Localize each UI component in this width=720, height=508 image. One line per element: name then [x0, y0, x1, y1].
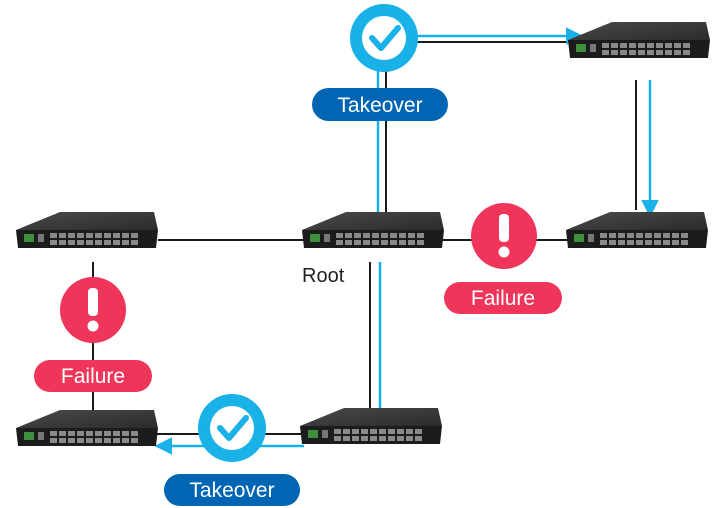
- takeover-indicator-bottom: Takeover: [164, 394, 300, 506]
- switch-top-right: [568, 22, 710, 58]
- takeover-indicator-top: Takeover: [312, 4, 448, 121]
- switch-left: [16, 212, 158, 248]
- check-circle-icon: [350, 4, 418, 72]
- switch-right: [566, 212, 708, 248]
- network-switch-icon: [568, 22, 710, 58]
- failure-indicator-left: Failure: [34, 277, 152, 392]
- takeover-badge: [312, 88, 448, 121]
- network-switch-icon: [16, 212, 158, 248]
- takeover-badge: [164, 474, 300, 506]
- network-switch-icon: [300, 408, 442, 444]
- failure-badge-label: Failure: [471, 287, 535, 310]
- exclamation-icon: [471, 203, 537, 269]
- network-switch-icon: [16, 410, 158, 446]
- check-circle-icon: [198, 394, 266, 462]
- failure-indicator-right: Failure: [444, 203, 562, 314]
- network-switch-icon: [566, 212, 708, 248]
- failure-badge: [444, 282, 562, 314]
- failure-badge: [34, 360, 152, 392]
- root-label: Root: [302, 265, 345, 287]
- switch-root: [302, 212, 444, 248]
- takeover-badge-label: Takeover: [189, 479, 274, 502]
- switch-bottom-middle: [300, 408, 442, 444]
- switch-bottom-left: [16, 410, 158, 446]
- exclamation-icon: [60, 277, 126, 343]
- failure-badge-label: Failure: [61, 365, 125, 388]
- takeover-badge-label: Takeover: [337, 94, 422, 117]
- network-switch-icon: [302, 212, 444, 248]
